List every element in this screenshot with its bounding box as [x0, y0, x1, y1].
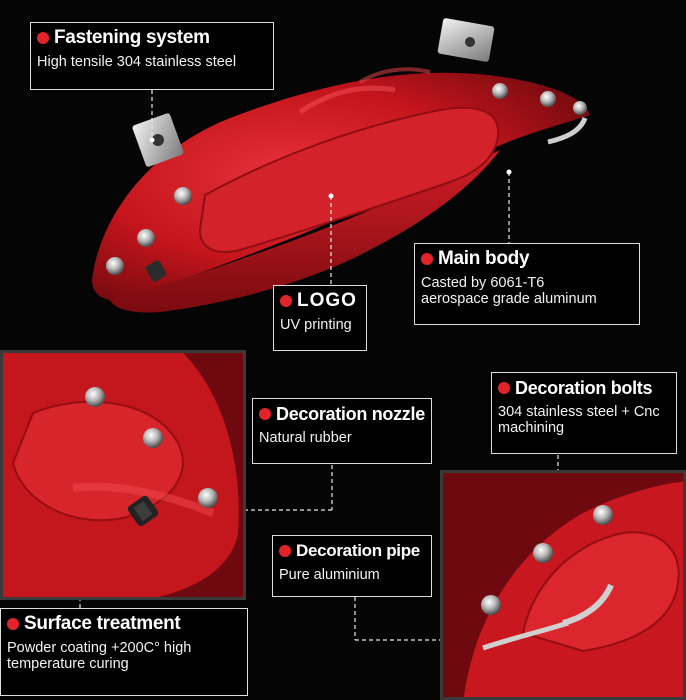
closeup-left-art: [3, 353, 243, 597]
callout-title: LOGO: [297, 290, 357, 311]
bracket-icon: [437, 18, 495, 62]
pipe-icon: [547, 116, 588, 145]
callout-logo: LOGO UV printing: [273, 285, 367, 351]
callout-text: Natural rubber: [259, 430, 352, 446]
callout-text: Pure aluminium: [279, 567, 380, 583]
bolt-icon: [106, 83, 587, 275]
bullet-dot-icon: [259, 408, 271, 420]
closeup-inset-left: [0, 350, 246, 600]
callout-text-line1: Powder coating +200C° high: [7, 640, 192, 656]
callout-text-line2: machining: [498, 420, 565, 436]
callout-title: Main body: [438, 248, 530, 269]
callout-fastening-system: Fastening system High tensile 304 stainl…: [30, 22, 274, 90]
callout-title: Surface treatment: [24, 613, 181, 634]
callout-text-line1: 304 stainless steel + Cnc: [498, 404, 660, 420]
caliper-underside: [110, 150, 500, 313]
bullet-dot-icon: [421, 253, 433, 265]
closeup-inset-right: [440, 470, 686, 700]
callout-title: Decoration nozzle: [276, 404, 425, 424]
callout-decoration-nozzle: Decoration nozzle Natural rubber: [252, 398, 432, 464]
callout-text-line1: Casted by 6061-T6: [421, 275, 545, 291]
callout-text: UV printing: [280, 317, 352, 333]
bracket-icon: [132, 113, 184, 167]
callout-decoration-pipe: Decoration pipe Pure aluminium: [272, 535, 432, 597]
bullet-dot-icon: [498, 382, 510, 394]
closeup-right-art: [443, 473, 683, 697]
nozzle-icon: [145, 260, 167, 282]
callout-title: Decoration bolts: [515, 378, 653, 398]
callout-decoration-bolts: Decoration bolts 304 stainless steel + C…: [491, 372, 677, 454]
bullet-dot-icon: [280, 295, 292, 307]
callout-title: Decoration pipe: [296, 541, 420, 560]
bullet-dot-icon: [37, 32, 49, 44]
callout-title: Fastening system: [54, 27, 210, 48]
callout-text-line2: temperature curing: [7, 656, 129, 672]
callout-surface-treatment: Surface treatment Powder coating +200C° …: [0, 608, 248, 696]
callout-text: High tensile 304 stainless steel: [37, 54, 237, 70]
callout-text-line2: aerospace grade aluminum: [421, 291, 597, 307]
bullet-dot-icon: [7, 618, 19, 630]
bullet-dot-icon: [279, 545, 291, 557]
caliper-logo-panel: [198, 106, 500, 253]
